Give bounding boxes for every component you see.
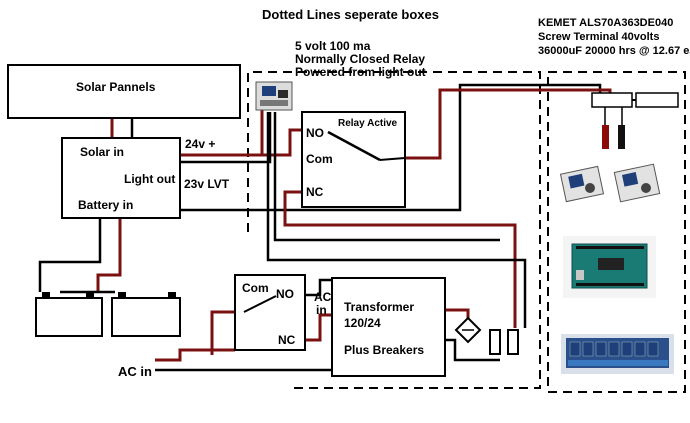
arduino-board-icon	[563, 236, 656, 298]
wire-ac-red	[210, 310, 235, 355]
diagram-title: Dotted Lines seperate boxes	[262, 7, 439, 22]
relay-no-label: NO	[306, 126, 324, 140]
capacitor-info-line1: KEMET ALS70A363DE040	[538, 17, 673, 29]
filter-capacitors-icon	[489, 329, 519, 355]
ac-in-bottom-label: in	[316, 303, 327, 317]
controller-battery-in: Battery in	[78, 198, 133, 212]
wire-switch-red	[305, 313, 332, 342]
controller-light-out: Light out	[124, 172, 175, 186]
switch-com-label: Com	[242, 281, 269, 295]
solar-panels-label: Solar Pannels	[76, 80, 156, 94]
ac-in-label: AC in	[118, 364, 152, 379]
dashed-box-middle	[247, 71, 541, 389]
charge-controller-box	[61, 137, 181, 219]
wire-battery-black	[38, 218, 102, 292]
battery-left	[35, 292, 103, 337]
voltage-plus-label: 24v +	[185, 137, 215, 151]
voltage-lvt-label: 23v LVT	[184, 177, 230, 191]
transformer-box	[331, 277, 446, 377]
relay-board-icon	[561, 334, 674, 374]
ac-switch-box	[234, 274, 306, 351]
solar-panels-box	[7, 64, 241, 119]
wire-24v-black	[180, 112, 272, 164]
buck-converter-icon-1	[559, 165, 605, 203]
wire-battery-red	[96, 218, 122, 292]
wire-switch-black	[305, 278, 332, 297]
buck-converter-icon-2	[613, 163, 661, 203]
relay-title: Relay Active	[338, 118, 398, 129]
switch-nc-label: NC	[278, 333, 296, 347]
relay-com-label: Com	[306, 152, 333, 166]
wire-relay-com-red	[405, 88, 612, 160]
wire-ac-in-red	[155, 348, 235, 362]
capacitor-bank-icon	[591, 92, 679, 149]
ac-in-top-label: AC	[314, 290, 332, 304]
relay-info-line2: Normally Closed Relay	[295, 52, 425, 66]
transformer-line3: Plus Breakers	[344, 343, 424, 357]
controller-solar-in: Solar in	[80, 145, 124, 159]
capacitor-info-line3: 36000uF 20000 hrs @ 12.67 ea	[538, 45, 690, 57]
switch-arm	[243, 295, 277, 313]
capacitor-info-line2: Screw Terminal 40volts	[538, 31, 659, 43]
battery-right	[111, 292, 181, 337]
relay-switch-arm	[327, 130, 381, 162]
switch-no-label: NO	[276, 287, 294, 301]
bridge-rectifier-icon	[454, 316, 482, 344]
dashed-box-right	[547, 71, 686, 393]
transformer-line2: 120/24	[344, 316, 381, 330]
relay-nc-label: NC	[306, 185, 324, 199]
wire-trans-black	[445, 338, 500, 362]
transformer-line1: Transformer	[344, 300, 414, 314]
wire-black-rectifier	[266, 112, 527, 328]
relay-info-line1: 5 volt 100 ma	[295, 39, 371, 53]
relay-module-icon	[255, 81, 293, 111]
wire-black-mid	[273, 112, 500, 242]
relay-switch-out	[379, 157, 406, 161]
